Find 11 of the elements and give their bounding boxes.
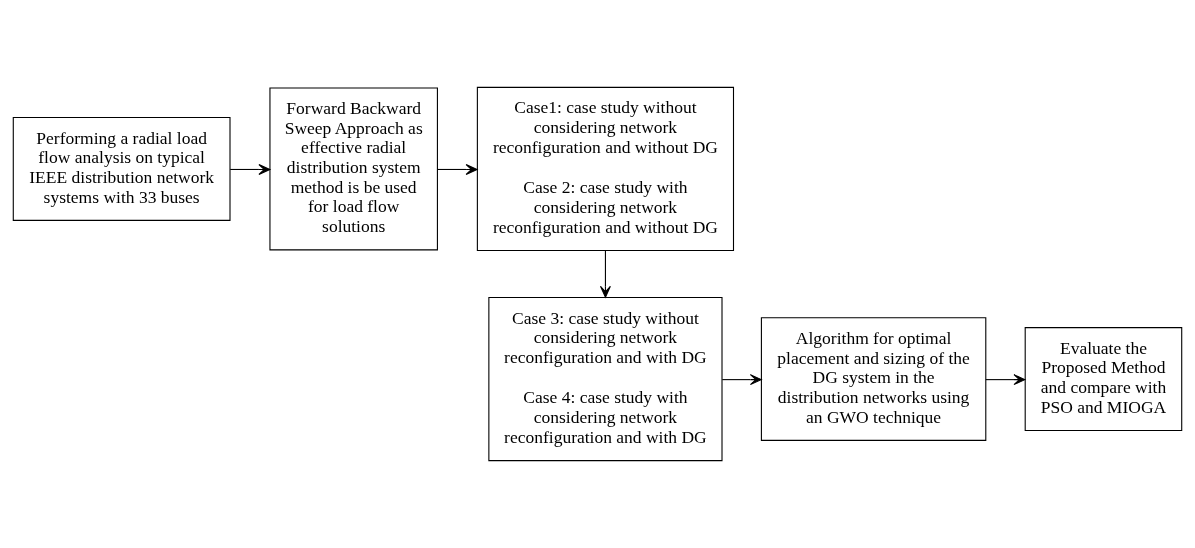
arrow	[985, 374, 1026, 386]
node-box: Case1: case study without considering network reconfiguration and without DG Case 2: case study with considering network reconfiguration and without DG	[476, 86, 735, 251]
node-box: Evaluate the Proposed Method and compare with PSO and MIOGA	[1024, 327, 1183, 432]
arrow	[436, 164, 478, 175]
node-box: Algorithm for optimal placement and sizing of the DG system in the distribution networks using an GWO technique	[760, 317, 987, 441]
arrow	[721, 374, 762, 386]
arrow	[599, 249, 611, 298]
arrow	[229, 164, 271, 175]
node-box: Forward Backward Sweep Approach as effective radial distribution system method is be used for load flow solutions	[269, 87, 438, 251]
node-box: Case 3: case study without considering network reconfiguration and with DG Case 4: case study with considering network reconfiguration and with DG	[488, 297, 723, 462]
node-box: Performing a radial load flow analysis on typical IEEE distribution network systems with 33 buses	[12, 116, 231, 221]
